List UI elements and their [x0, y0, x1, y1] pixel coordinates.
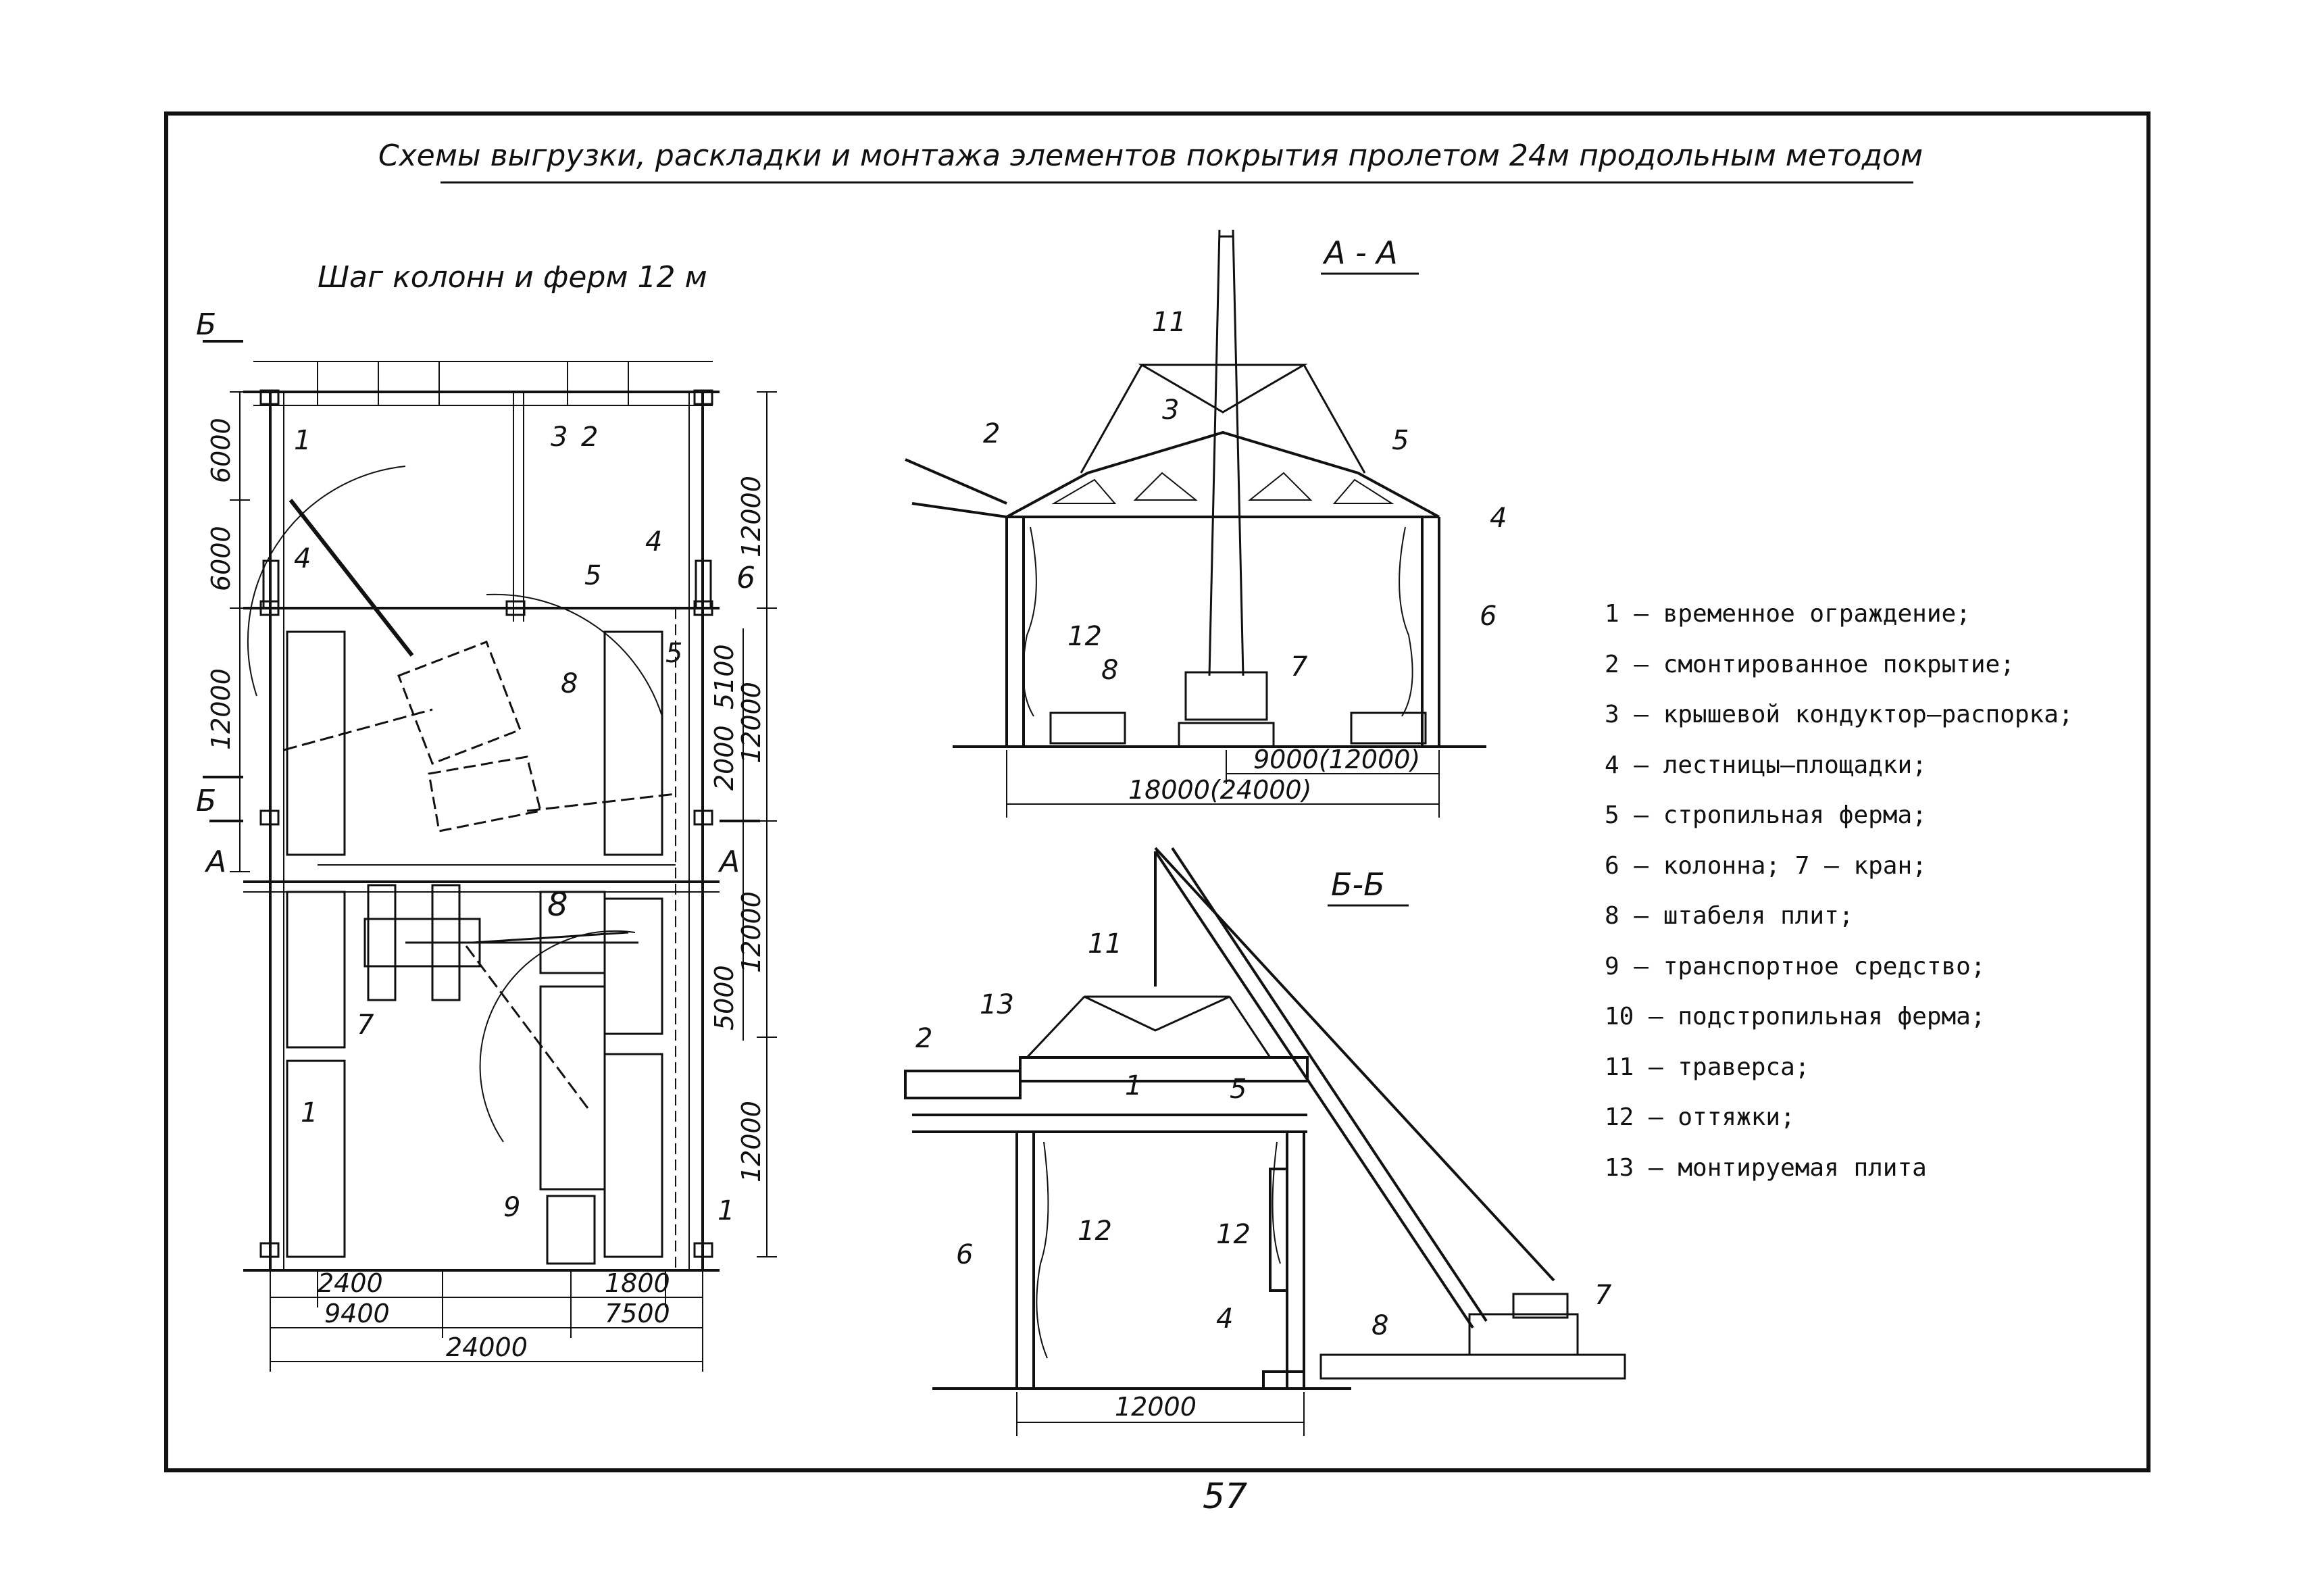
legend-item: 2 – смонтированное покрытие; — [1605, 650, 2015, 678]
plan-view: Шаг колонн и ферм 12 м — [196, 260, 777, 1372]
section-aa-label: 2 — [983, 418, 1000, 449]
section-mark-b-top: Б — [196, 307, 216, 342]
section-mark-b-bottom: Б — [196, 784, 216, 818]
dim-bottom: 24000 — [446, 1332, 528, 1362]
dim-bottom: 9400 — [324, 1299, 390, 1328]
legend-item: 6 – колонна; 7 – кран; — [1605, 851, 1927, 880]
plan-label: 5 — [584, 560, 601, 591]
legend-item: 4 – лестницы–площадки; — [1605, 751, 1927, 779]
legend-item: 9 – транспортное средство; — [1605, 952, 1986, 980]
dim-right: 12000 — [736, 1101, 766, 1182]
sheet-title: Схемы выгрузки, раскладки и монтажа элем… — [378, 139, 1923, 173]
section-aa: А - А — [905, 229, 1507, 818]
section-aa-dim: 9000(12000) — [1253, 745, 1420, 774]
section-bb-label: 2 — [915, 1023, 932, 1054]
section-aa-label: 11 — [1152, 307, 1186, 338]
legend-item: 10 – подстропильная ферма; — [1605, 1003, 1986, 1030]
dim-right: 12000 — [736, 476, 766, 557]
dim-bottom: 7500 — [605, 1299, 670, 1328]
section-bb-label: 11 — [1088, 928, 1122, 959]
section-bb: Б-Б — [904, 847, 1626, 1436]
plan-label: 8 — [547, 886, 568, 924]
section-bb-label: 5 — [1230, 1074, 1247, 1105]
section-bb-label: 12 — [1078, 1216, 1112, 1247]
legend-item: 13 – монтируемая плита — [1605, 1153, 1927, 1182]
section-mark-a-left: А — [204, 845, 226, 879]
sheet-frame — [164, 111, 2150, 1472]
plan-label: 2 — [581, 422, 598, 453]
section-bb-label: 7 — [1594, 1280, 1612, 1311]
dim-right: 5100 — [709, 644, 739, 709]
plan-label: 8 — [561, 668, 578, 699]
plan-label: 5 — [665, 638, 682, 669]
section-aa-dim: 18000(24000) — [1128, 775, 1311, 805]
plan-label: 4 — [645, 526, 662, 557]
legend-item: 5 – стропильная ферма; — [1605, 801, 1927, 829]
section-mark-a-right: А — [718, 845, 740, 879]
section-aa-label: 6 — [1480, 601, 1496, 632]
section-aa-label: 4 — [1490, 503, 1507, 534]
plan-label: 3 — [551, 422, 568, 453]
dim-right: 12000 — [736, 891, 766, 973]
plan-label: 4 — [294, 543, 311, 574]
page-number: 57 — [1203, 1476, 1248, 1517]
legend-item: 11 – траверса; — [1605, 1053, 1810, 1081]
dim-right: 2000 — [709, 725, 739, 791]
legend: 1 – временное ограждение; 2 – смонтирова… — [1605, 589, 2280, 1193]
plan-label: 6 — [736, 561, 755, 595]
section-bb-label: 4 — [1216, 1303, 1233, 1335]
section-bb-label: 1 — [1125, 1070, 1142, 1101]
legend-item: 1 – временное ограждение; — [1605, 600, 1971, 628]
plan-label: 9 — [503, 1192, 520, 1223]
section-aa-label: 5 — [1392, 425, 1409, 456]
section-aa-label: 12 — [1067, 621, 1102, 652]
legend-item: 12 – оттяжки; — [1605, 1103, 1795, 1131]
plan-subtitle: Шаг колонн и ферм 12 м — [318, 260, 707, 295]
section-aa-label: 8 — [1101, 655, 1118, 686]
dim-left: 6000 — [206, 526, 236, 591]
section-aa-label: 7 — [1290, 651, 1308, 682]
section-aa-title: А - А — [1322, 234, 1398, 271]
plan-label: 7 — [357, 1009, 374, 1041]
section-bb-label: 12 — [1216, 1219, 1251, 1250]
section-bb-dim: 12000 — [1115, 1392, 1197, 1422]
legend-item: 3 – крышевой кондуктор–распорка; — [1605, 701, 2073, 728]
dim-left: 12000 — [206, 668, 236, 750]
plan-label: 1 — [718, 1195, 734, 1226]
section-bb-label: 13 — [980, 989, 1014, 1020]
section-bb-label: 8 — [1372, 1310, 1388, 1341]
section-bb-label: 6 — [956, 1239, 973, 1270]
dim-right: 12000 — [736, 682, 766, 764]
legend-item: 8 – штабеля плит; — [1605, 902, 1854, 930]
dim-bottom: 1800 — [605, 1268, 670, 1298]
section-aa-label: 3 — [1162, 395, 1179, 426]
dim-right: 5000 — [709, 965, 739, 1030]
plan-label: 1 — [294, 425, 311, 456]
section-bb-title: Б-Б — [1331, 866, 1385, 903]
dim-bottom: 2400 — [318, 1268, 383, 1298]
plan-label: 1 — [301, 1097, 318, 1128]
dim-left: 6000 — [206, 418, 236, 483]
